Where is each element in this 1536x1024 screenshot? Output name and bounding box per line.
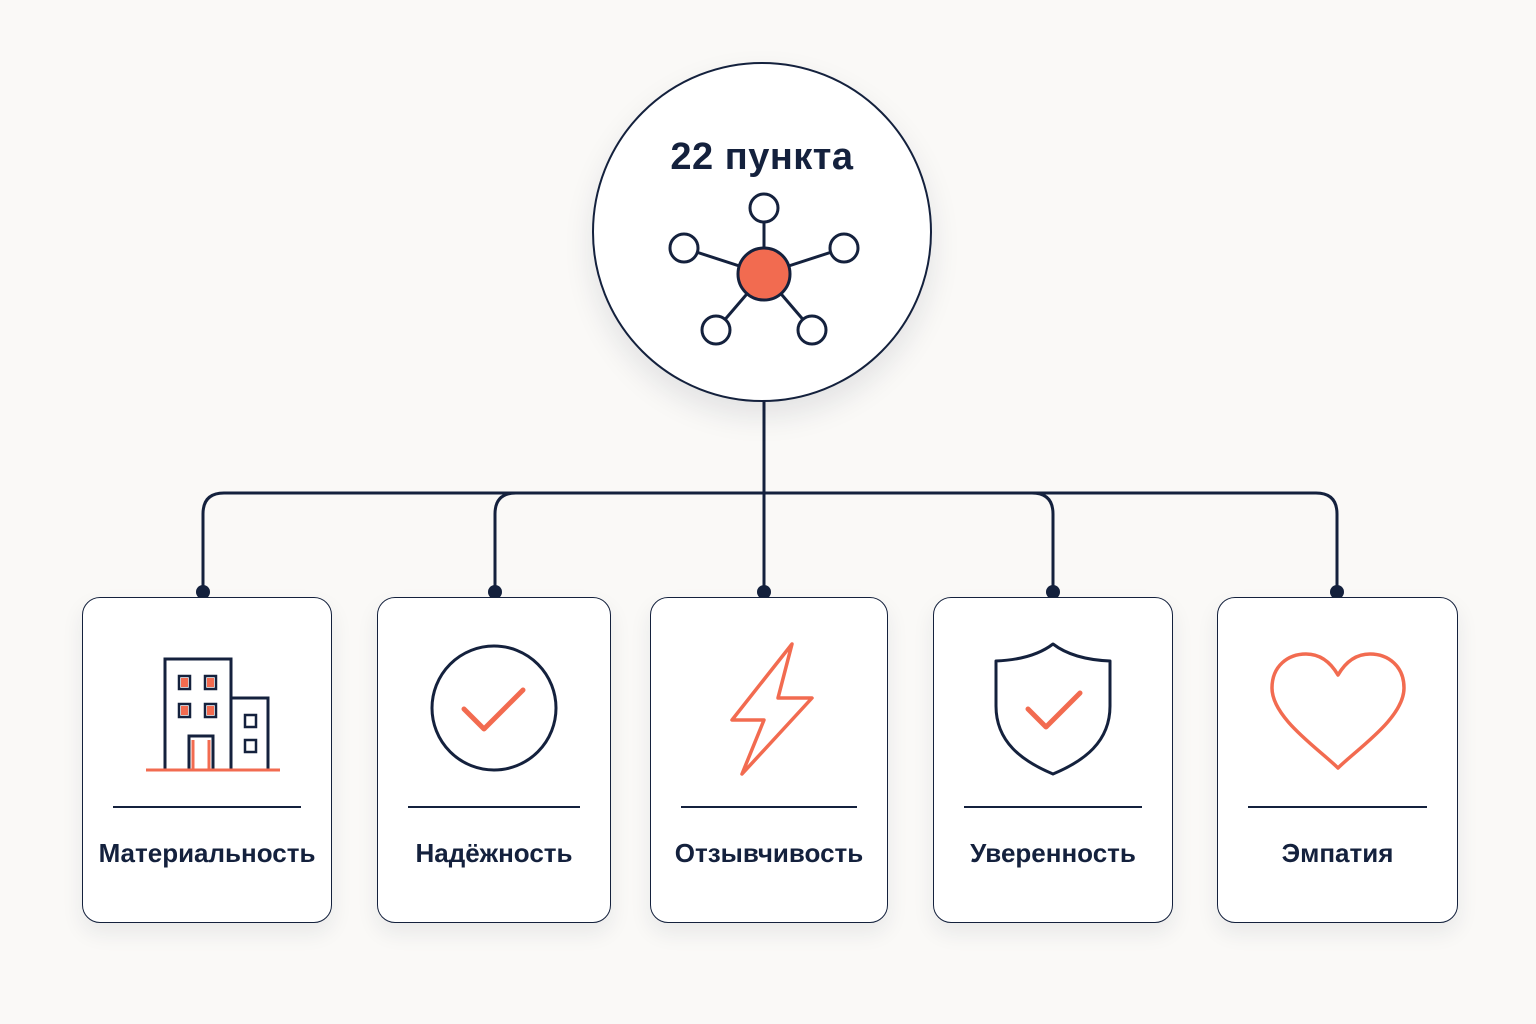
branch-line-1 <box>201 491 766 592</box>
heart-icon <box>1269 652 1406 770</box>
connector-dot-4 <box>1046 585 1060 599</box>
connector-dot-1 <box>196 585 210 599</box>
card-label-responsiveness: Отзывчивость <box>674 838 864 868</box>
branch-line-5 <box>762 491 1339 592</box>
hub-circle: 22 пункта <box>592 62 932 402</box>
card-label-empathy: Эмпатия <box>1281 838 1394 868</box>
card-label-assurance: Уверенность <box>970 838 1136 868</box>
dimension-card-empathy: Эмпатия <box>1217 597 1458 923</box>
shield-check-icon <box>994 642 1112 776</box>
card-divider <box>408 806 580 808</box>
connector-dot-2 <box>488 585 502 599</box>
hub-title: 22 пункта <box>670 136 854 178</box>
dimension-card-responsiveness: Отзывчивость <box>650 597 888 923</box>
lightning-icon <box>730 642 814 776</box>
check-circle-icon <box>430 644 558 772</box>
card-label-tangibles: Материальность <box>98 838 316 868</box>
network-hub-icon <box>668 192 860 346</box>
card-label-reliability: Надёжность <box>415 838 573 868</box>
dimension-card-tangibles: Материальность <box>82 597 332 923</box>
card-divider <box>964 806 1142 808</box>
building-icon <box>146 657 280 772</box>
card-divider <box>1248 806 1427 808</box>
card-divider <box>681 806 857 808</box>
branch-line-4 <box>762 491 1055 592</box>
card-divider <box>113 806 301 808</box>
connector-dot-5 <box>1330 585 1344 599</box>
dimension-card-assurance: Уверенность <box>933 597 1173 923</box>
connector-dot-3 <box>757 585 771 599</box>
branch-line-2 <box>493 491 766 592</box>
dimension-card-reliability: Надёжность <box>377 597 611 923</box>
